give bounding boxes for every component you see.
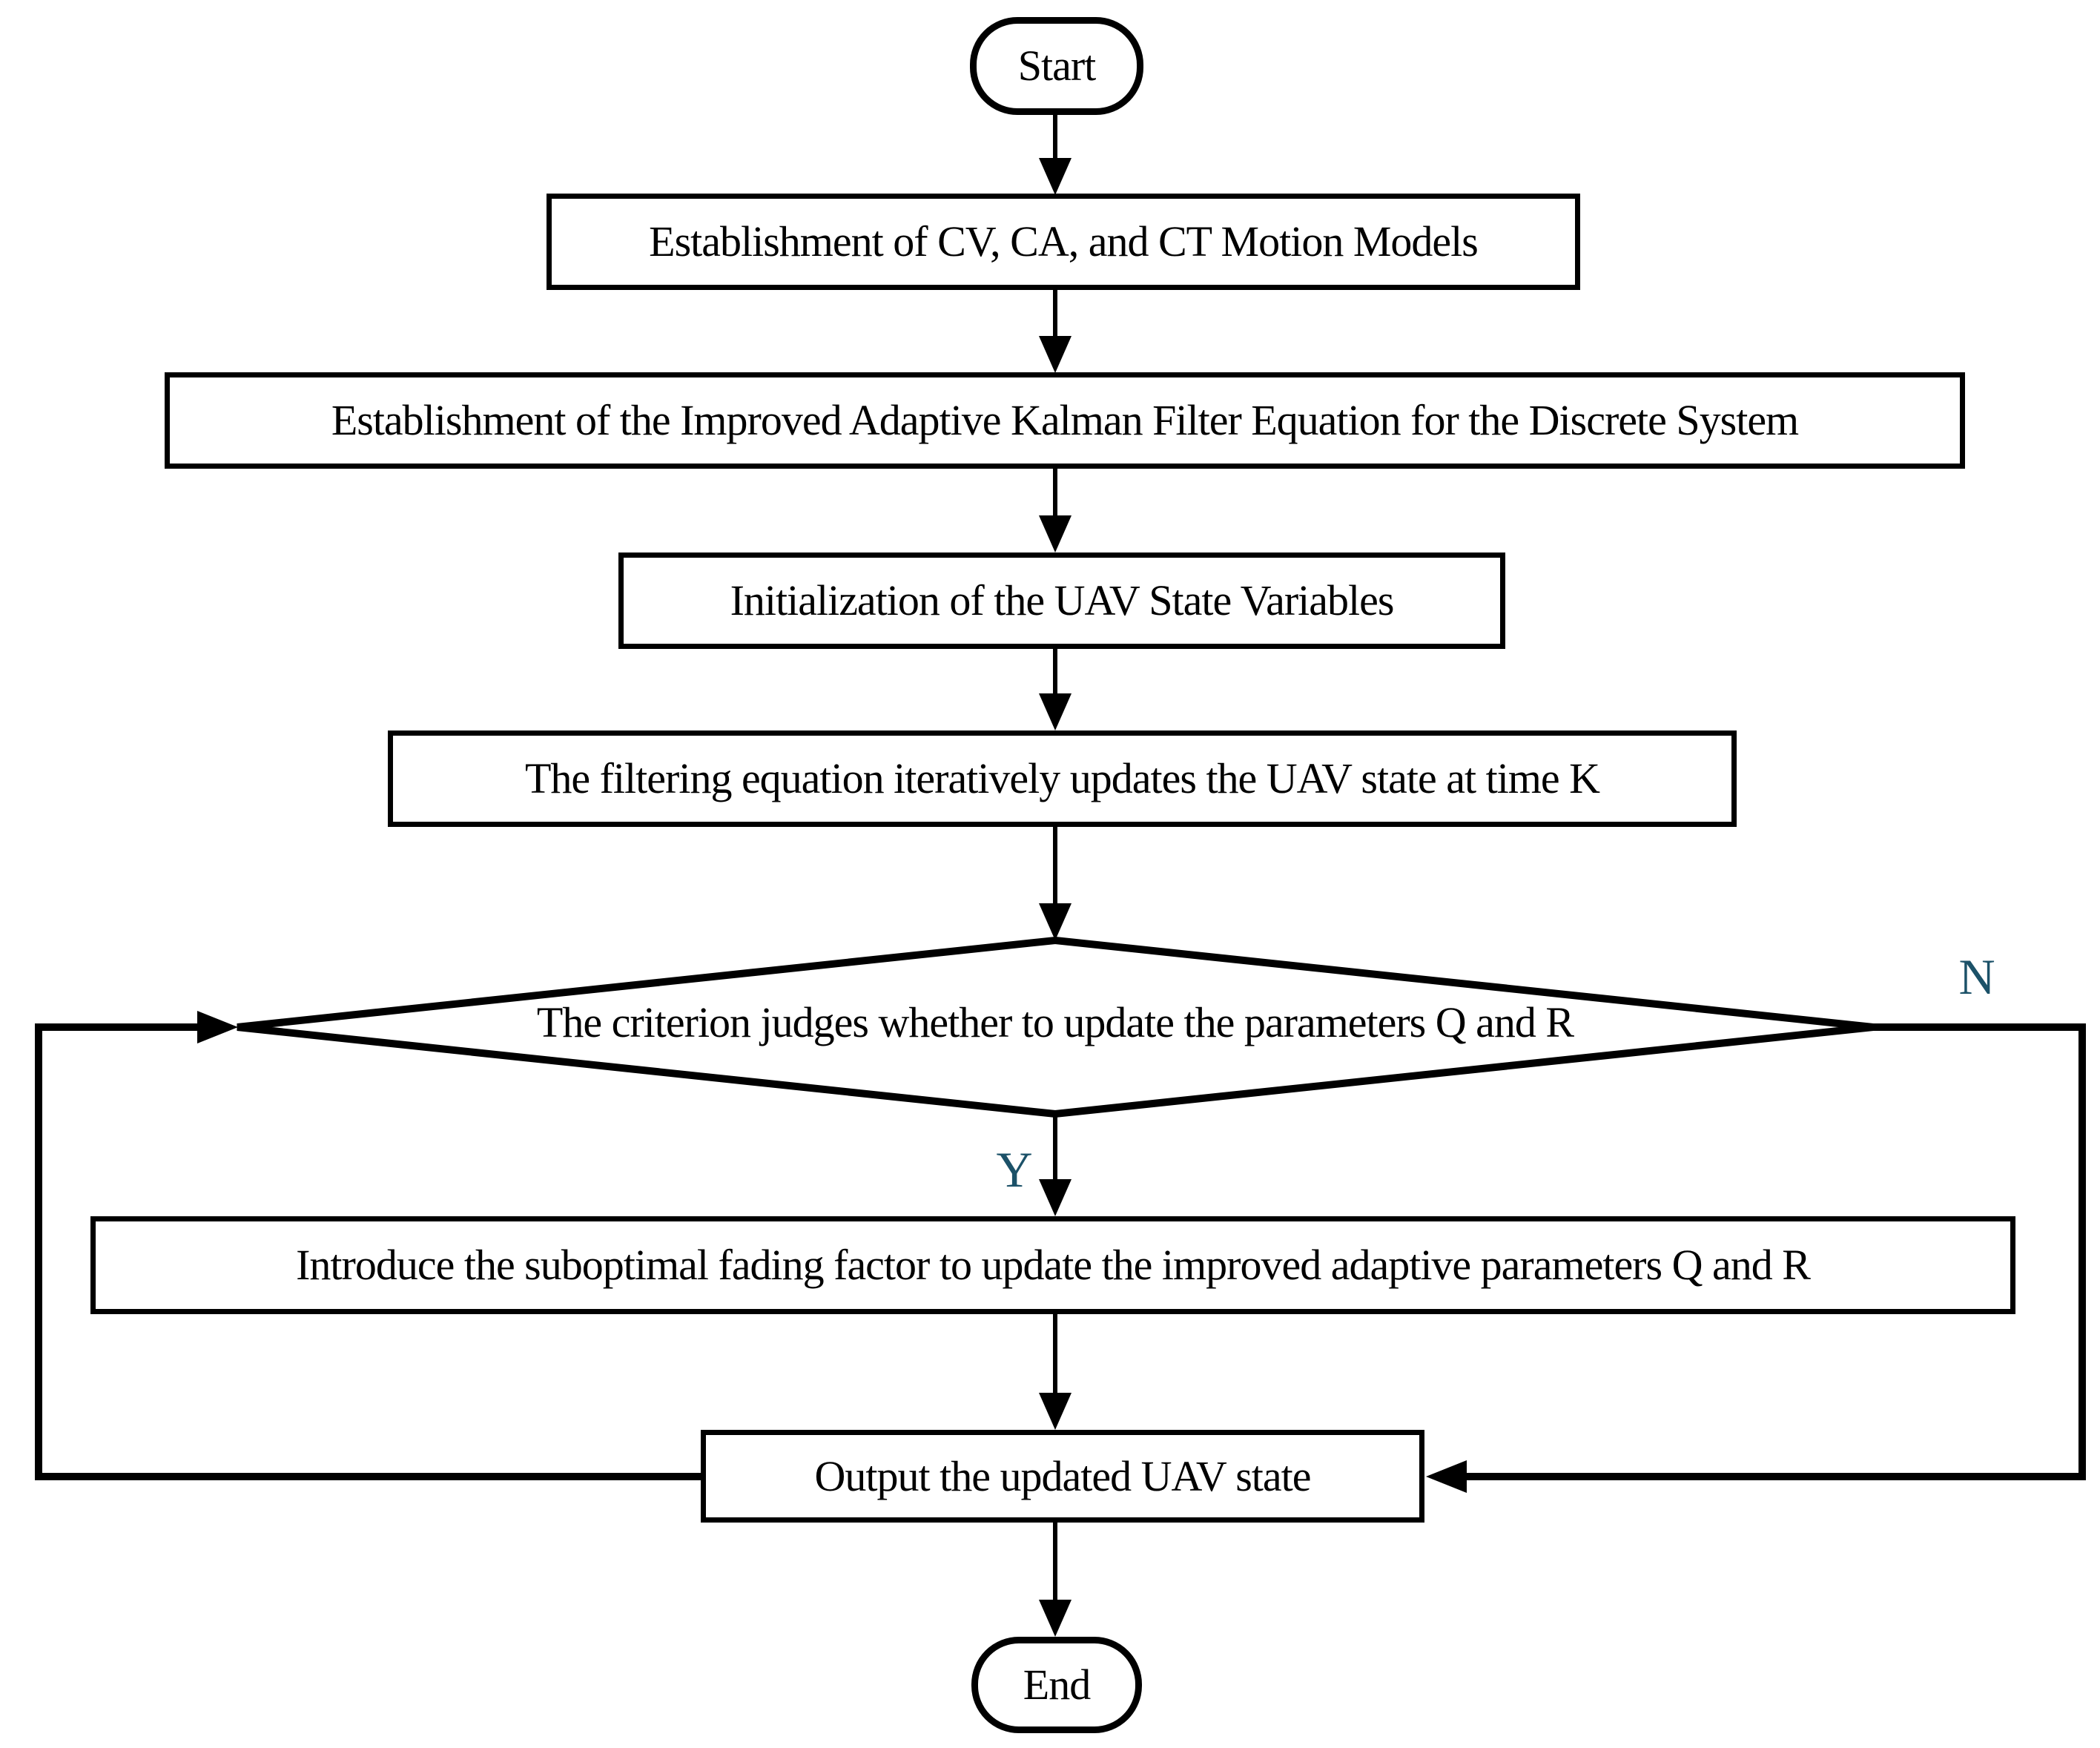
process-suboptimal-fading-factor: Introduce the suboptimal fading factor t… [90,1216,2015,1314]
process-output-uav-state-label: Output the updated UAV state [814,1451,1312,1500]
edge-step4-to-decision [1039,827,1072,940]
process-kalman-filter-equation: Establishment of the Improved Adaptive K… [165,372,1965,469]
process-initialize-uav-state: Initialization of the UAV State Variable… [618,553,1505,649]
end-node: End [971,1637,1142,1733]
edge-start-to-step1 [1039,111,1072,195]
start-node: Start [970,17,1143,115]
decision-update-qr-label: The criterion judges whether to update t… [536,997,1574,1046]
process-output-uav-state: Output the updated UAV state [701,1430,1424,1523]
process-establish-motion-models-label: Establishment of CV, CA, and CT Motion M… [649,217,1479,266]
edge-step2-to-step3 [1039,469,1072,553]
decision-yes-label: Y [996,1141,1033,1198]
end-node-label: End [1023,1660,1091,1709]
edge-decision-yes-to-step5 [1039,1114,1072,1216]
start-node-label: Start [1017,42,1097,90]
process-filter-iterative-update: The filtering equation iteratively updat… [388,730,1737,827]
process-filter-iterative-update-label: The filtering equation iteratively updat… [524,754,1600,803]
process-establish-motion-models: Establishment of CV, CA, and CT Motion M… [547,194,1580,290]
process-initialize-uav-state-label: Initialization of the UAV State Variable… [730,576,1395,625]
decision-no-label: N [1958,949,1995,1005]
edge-step3-to-step4 [1039,649,1072,730]
edge-step6-loopback-to-decision [35,1011,701,1480]
process-kalman-filter-equation-label: Establishment of the Improved Adaptive K… [331,396,1799,445]
edge-decision-no-to-step6 [1426,1023,2086,1493]
decision-update-qr: The criterion judges whether to update t… [388,992,1723,1052]
edge-step1-to-step2 [1039,290,1072,373]
edge-step5-to-step6 [1039,1314,1072,1430]
edge-step6-to-end [1039,1523,1072,1637]
process-suboptimal-fading-factor-label: Introduce the suboptimal fading factor t… [296,1241,1811,1290]
